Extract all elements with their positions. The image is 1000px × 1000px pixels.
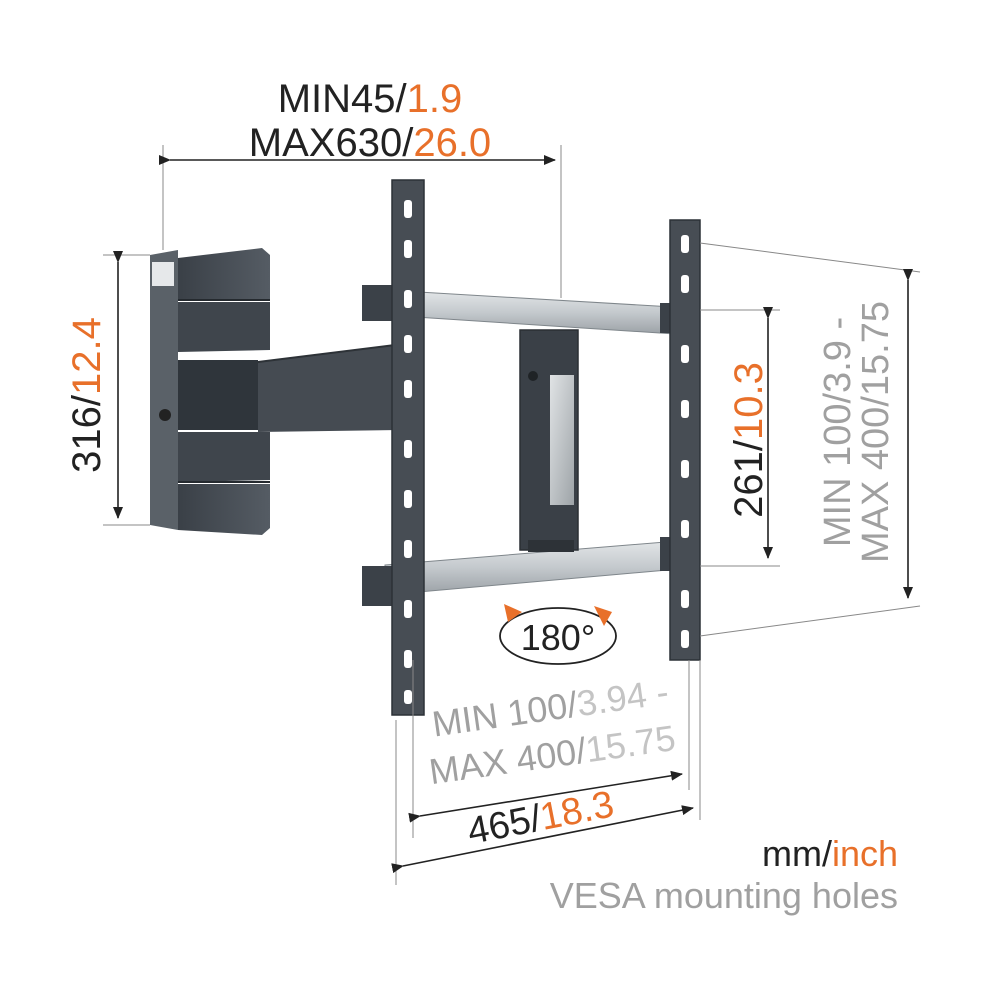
rail-bottom-end-cap <box>362 566 396 606</box>
tilt-mechanism-plate <box>550 375 574 505</box>
wall-plate-mid-upper <box>178 302 270 352</box>
vesa-strip-left <box>391 179 425 716</box>
wall-plate-side <box>150 250 178 530</box>
width-label: 465/18.3 <box>464 783 617 852</box>
wall-plate <box>150 248 270 535</box>
vesa-strip-right <box>669 219 701 661</box>
swing-arm <box>258 345 400 432</box>
rotate-180-icon <box>499 604 617 665</box>
wall-plate-center <box>178 360 258 430</box>
vesa-note: VESA mounting holes <box>550 875 898 916</box>
wall-plate-mid-lower <box>178 432 270 482</box>
wall-plate-label <box>152 262 174 286</box>
arm-reach-max-label: MAX630/26.0 <box>249 121 491 165</box>
dimension-lines <box>103 145 921 885</box>
unit-legend: mm/inch <box>762 833 898 874</box>
wall-plate-top-block <box>178 248 270 300</box>
vesa-vertical-line2: MAX 400/15.75 <box>855 301 897 563</box>
vertical-hole-distance-label: 261/10.3 <box>727 362 771 518</box>
arrowhead-icon <box>504 604 522 622</box>
arm-reach-min-label: MIN45/1.9 <box>278 77 463 121</box>
wall-mount-illustration <box>150 179 701 716</box>
rail-top-end-cap <box>362 285 396 321</box>
wall-plate-height-label: 316/12.4 <box>65 317 109 473</box>
arrowhead-icon <box>594 606 612 626</box>
wall-plate-bottom-block <box>178 484 270 535</box>
tilt-screw <box>528 371 538 381</box>
tilt-mechanism <box>519 329 579 552</box>
vesa-vertical-line1: MIN 100/3.9 - <box>817 317 859 547</box>
rotation-label: 180° <box>521 617 595 658</box>
wall-plate-screw <box>159 409 171 421</box>
width-dimension-line <box>391 805 694 874</box>
